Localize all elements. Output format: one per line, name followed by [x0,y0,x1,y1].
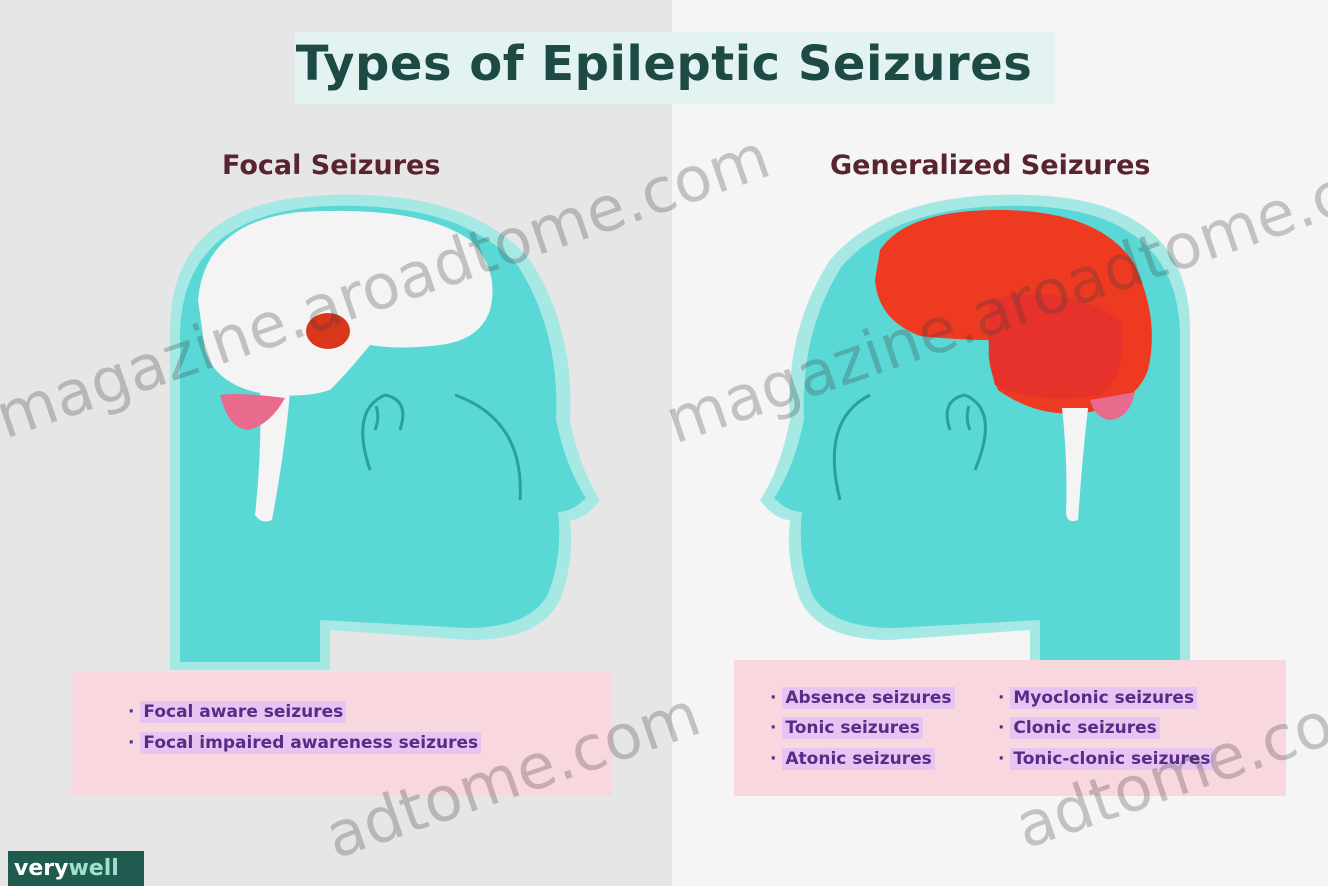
list-item: · Absence seizures [770,688,955,708]
list-item-label: Focal aware seizures [140,701,346,723]
list-item-label: Atonic seizures [782,748,934,770]
list-item: · Tonic seizures [770,718,923,738]
list-item: · Focal impaired awareness seizures [128,733,481,753]
list-item-label: Myoclonic seizures [1010,687,1197,709]
list-item: · Focal aware seizures [128,702,346,722]
verywell-logo: verywell [8,851,144,886]
list-item-label: Absence seizures [782,687,954,709]
list-item: · Clonic seizures [998,718,1160,738]
list-item-label: Tonic seizures [782,717,922,739]
list-item: · Atonic seizures [770,749,935,769]
logo-part-1: very [14,856,68,881]
logo-part-2: well [68,856,118,881]
list-item: · Myoclonic seizures [998,688,1197,708]
list-item-label: Clonic seizures [1010,717,1159,739]
list-item-label: Focal impaired awareness seizures [140,732,481,754]
